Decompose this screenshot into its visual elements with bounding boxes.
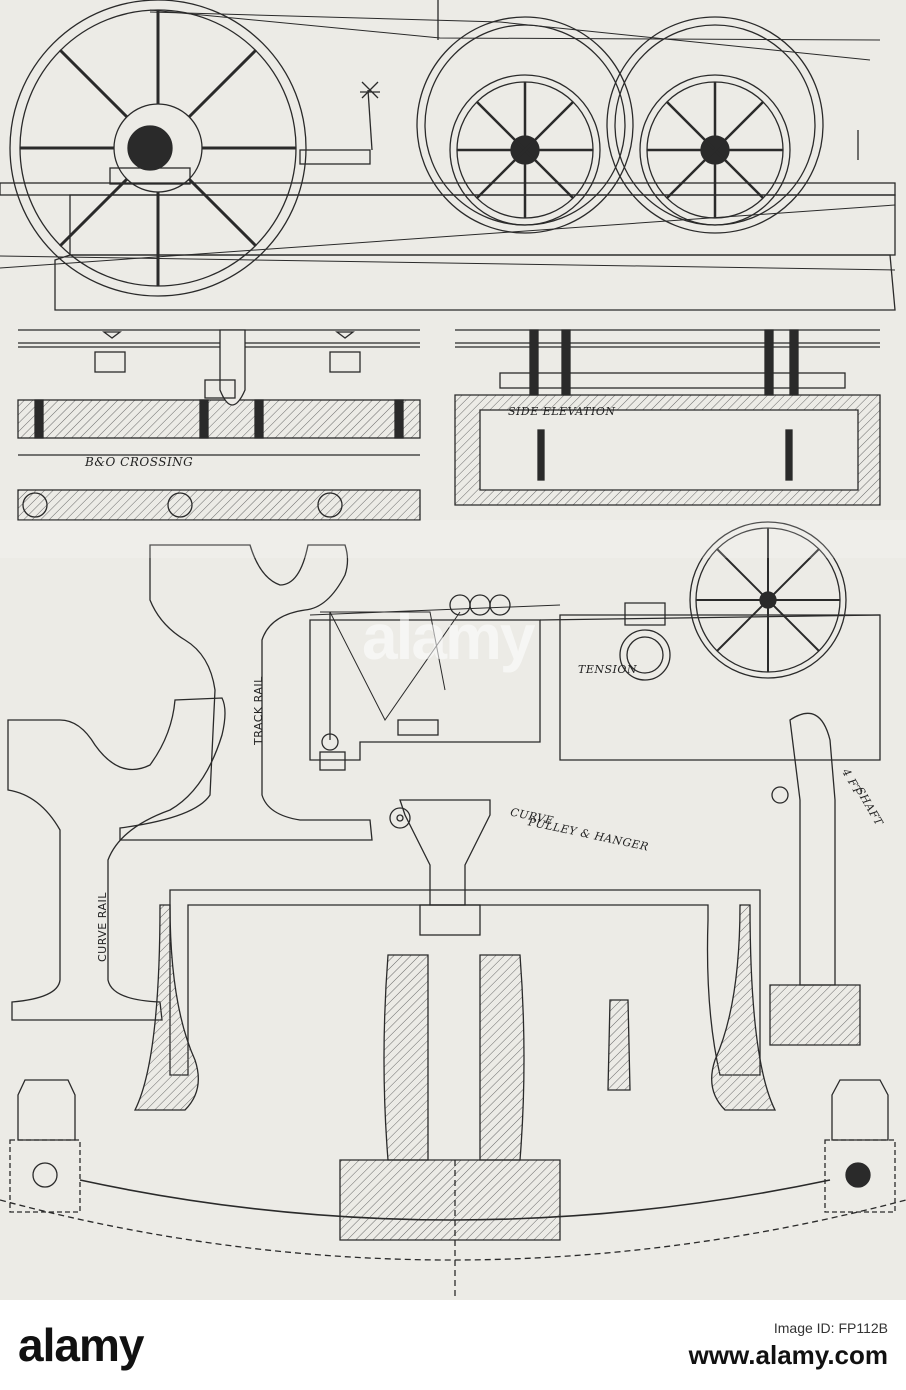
alamy-logo: alamy xyxy=(18,1319,144,1371)
curve-rail-profile xyxy=(7,697,226,1021)
image-info: Image ID: FP112B www.alamy.com xyxy=(689,1320,888,1371)
label-curve-rail: CURVE RAIL xyxy=(96,892,109,962)
label-bo-crossing: B&O CROSSING xyxy=(85,455,194,469)
machinery-elevation xyxy=(0,0,896,311)
shaft-pulley xyxy=(769,712,861,1046)
bo-crossing-section xyxy=(17,329,421,521)
side-elevation-section xyxy=(454,329,881,506)
footer-bar: alamy Image ID: FP112B www.alamy.com xyxy=(0,1300,906,1390)
axle-brackets xyxy=(9,1079,896,1213)
image-id: Image ID: FP112B xyxy=(773,1320,888,1336)
label-side-elevation: SIDE ELEVATION xyxy=(508,405,616,418)
site-url: www.alamy.com xyxy=(688,1340,888,1370)
track-rail-profile xyxy=(119,544,411,841)
label-tension: TENSION xyxy=(578,663,638,676)
engineering-plate: B&O CROSSING SIDE ELEVATION TENSION TRAC… xyxy=(0,0,906,1300)
curve-pulley-hanger xyxy=(0,799,906,1300)
diagram-drawing xyxy=(0,0,906,1300)
tension-carriage xyxy=(309,521,881,771)
label-track-rail: TRACK RAIL xyxy=(252,676,265,745)
